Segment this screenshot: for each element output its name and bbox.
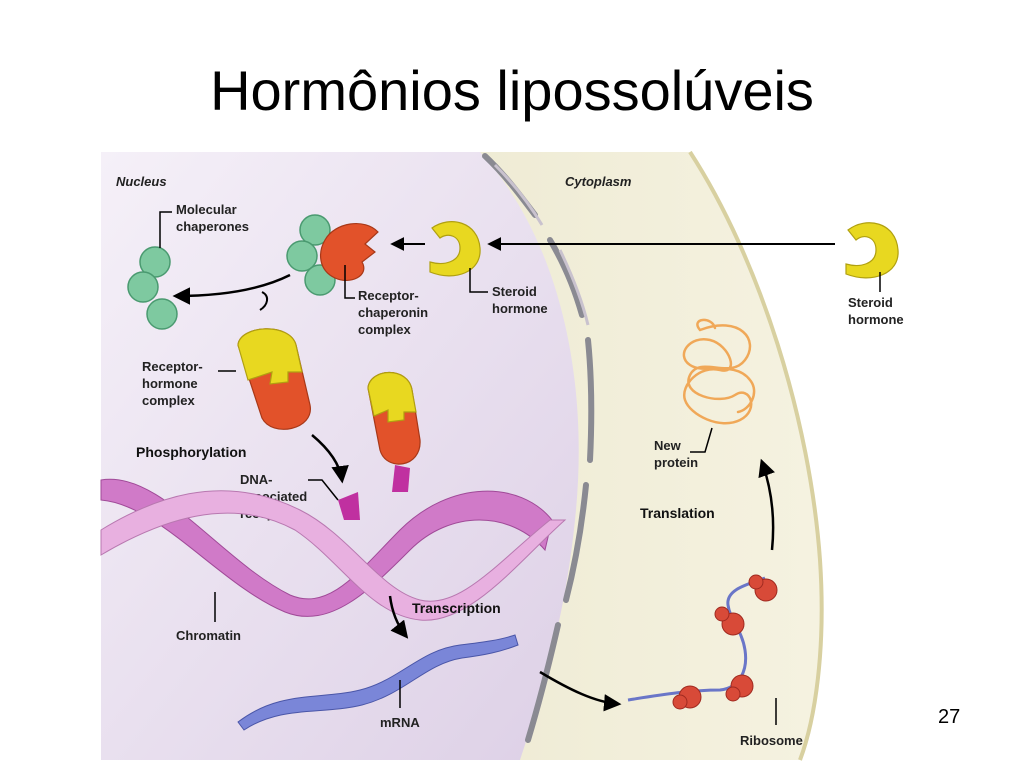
translation-arrow	[758, 458, 775, 551]
dna-associated-receptor	[338, 492, 360, 520]
chromatin-label: Chromatin	[176, 628, 241, 643]
ribosome-label: Ribosome	[740, 733, 803, 748]
receptor-chaperonin-label-1: Receptor-	[358, 288, 419, 303]
dissociation-arrow	[172, 273, 291, 305]
steroid-hormone-outer-label-1: Steroid	[848, 295, 893, 310]
receptor-chaperonin-label-2: chaperonin	[358, 305, 428, 320]
ribosomes	[672, 574, 778, 710]
transcription-label: Transcription	[412, 600, 501, 616]
receptor-chaperonin-label-3: complex	[358, 322, 412, 337]
page-number: 27	[938, 706, 961, 728]
receptor-hormone-label-1: Receptor-	[142, 359, 203, 374]
new-protein	[682, 318, 756, 425]
phosphorylation-arrow	[311, 434, 349, 484]
export-arrow	[539, 670, 622, 712]
receptor-chaperonin-complex	[286, 214, 379, 296]
mrna-strand	[237, 634, 519, 731]
receptor-hormone-label-2: hormone	[142, 376, 198, 391]
nucleus-label: Nucleus	[116, 174, 167, 189]
steroid-hormone-inner	[429, 221, 481, 277]
cell-membrane	[688, 150, 824, 761]
dna-bound-receptor	[367, 371, 421, 492]
free-chaperones	[127, 246, 178, 330]
new-protein-label-2: protein	[654, 455, 698, 470]
cytoplasm-label: Cytoplasm	[565, 174, 632, 189]
steroid-hormone-inner-label-1: Steroid	[492, 284, 537, 299]
molecular-chaperones-label-1: Molecular	[176, 202, 237, 217]
steroid-hormone-outer-label-2: hormone	[848, 312, 904, 327]
translation-label: Translation	[640, 505, 715, 521]
chromatin-dna	[100, 478, 567, 621]
dna-receptor-label-1: DNA-	[240, 472, 273, 487]
receptor-hormone-complex	[237, 328, 311, 430]
extracellular-space	[690, 152, 870, 760]
steroid-hormone-outer	[845, 222, 899, 279]
phosphorylation-label: Phosphorylation	[136, 444, 246, 460]
mrna-label: mRNA	[380, 715, 420, 730]
molecular-chaperones-label-2: chaperones	[176, 219, 249, 234]
new-protein-label-1: New	[654, 438, 682, 453]
transcription-arrow	[388, 595, 409, 639]
steroid-hormone-inner-label-2: hormone	[492, 301, 548, 316]
receptor-hormone-label-3: complex	[142, 393, 196, 408]
slide-title: Hormônios lipossolúveis	[210, 59, 814, 122]
